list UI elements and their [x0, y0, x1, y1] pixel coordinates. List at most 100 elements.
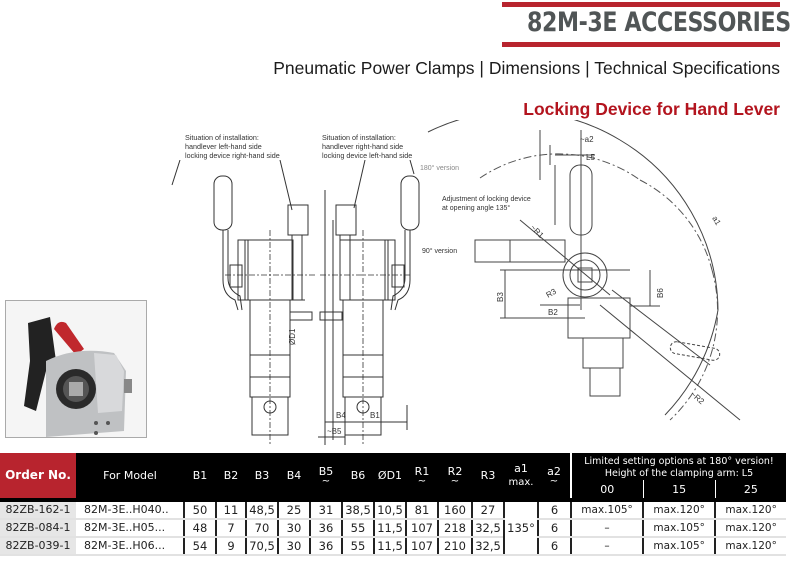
cell-l5-25: max.120°: [714, 502, 786, 520]
cell-a2: 6: [537, 502, 571, 520]
cell-d1: 10,5: [373, 502, 406, 520]
section-title: Locking Device for Hand Lever: [523, 99, 780, 119]
header-l5-15: 15: [642, 480, 716, 498]
header-b3: B3: [246, 453, 278, 498]
cell-b4: 30: [277, 519, 310, 538]
cell-l5-15: max.105°: [642, 537, 716, 556]
cell-l5-00: max.105°: [569, 502, 644, 520]
cell-r3: 27: [471, 502, 504, 520]
header-order-no: Order No.: [0, 453, 76, 498]
cell-a2: 6: [537, 519, 571, 538]
header-b5: B5~: [310, 453, 342, 498]
cell-r3: 32,5: [471, 519, 504, 538]
limited-line2: Height of the clamping arm: L5: [604, 468, 754, 479]
spec-table: Order No. For Model B1 B2 B3 B4 B5~ B6 Ø…: [0, 453, 786, 556]
cell-b5: 31: [309, 502, 342, 520]
cell-b2: 11: [215, 502, 246, 520]
cell-l5-15: max.120°: [642, 502, 716, 520]
header-l5-25: 25: [714, 480, 786, 498]
cell-b3: 70: [245, 519, 278, 538]
header-top-rule: [502, 2, 780, 7]
dim-label-b4: B4: [336, 411, 346, 420]
note-left-installation: Situation of installation: handlever lef…: [185, 133, 280, 160]
cell-r1: 107: [405, 537, 438, 556]
cell-b1: 48: [183, 519, 216, 538]
cell-r1: 81: [405, 502, 438, 520]
label-180-version: 180° version: [420, 164, 459, 172]
label-adjustment-line2: at opening angle 135°: [442, 204, 510, 212]
header-limited-options: Limited setting options at 180° version!…: [570, 453, 786, 480]
cell-l5-00: –: [569, 519, 644, 538]
header-b2: B2: [216, 453, 246, 498]
side-view-drawing: 180° version 90° version Adjustment of l…: [420, 120, 741, 421]
cell-b6: 55: [341, 537, 374, 556]
cell-r2: 160: [437, 502, 472, 520]
cell-b6: 38,5: [341, 502, 374, 520]
note-line: Situation of installation:: [185, 133, 259, 142]
cell-a2: 6: [537, 537, 571, 556]
dim-label-b6: B6: [656, 288, 665, 298]
dim-label-b5: ~B5: [327, 427, 342, 436]
header-l5-00: 00: [569, 480, 644, 498]
note-line: locking device right-hand side: [185, 151, 280, 160]
cell-b5: 36: [309, 519, 342, 538]
dim-label-r2: ~R2: [689, 390, 707, 407]
dim-label-d1: ØD1: [288, 328, 297, 345]
header-bottom-rule: [502, 42, 780, 47]
dim-label-b2: B2: [548, 308, 558, 317]
note-right-installation: Situation of installation: handlever rig…: [322, 133, 412, 160]
header-r3: R3: [472, 453, 504, 498]
header-for-model: For Model: [76, 453, 184, 498]
dim-label-a2: ~a2: [580, 135, 594, 144]
limited-line1: Limited setting options at 180° version!: [584, 456, 774, 467]
note-line: Situation of installation:: [322, 133, 396, 142]
cell-l5-15: max.105°: [642, 519, 716, 538]
table-row: 82ZB-039-1 82M-3E..H06... 54 9 70,5 30 3…: [0, 537, 786, 556]
cell-a1: 135°: [503, 502, 538, 556]
note-line: locking device left-hand side: [322, 151, 413, 160]
label-90-version: 90° version: [422, 247, 457, 255]
cell-l5-00: –: [569, 537, 644, 556]
page-title: 82M-3E ACCESSORIES: [527, 7, 790, 38]
note-line: handlever right-hand side: [322, 142, 404, 151]
header-a2: a2~: [538, 453, 571, 498]
cell-b4: 25: [277, 502, 310, 520]
cell-b2: 9: [215, 537, 246, 556]
cell-r2: 210: [437, 537, 472, 556]
dim-label-a1: a1: [710, 215, 723, 228]
header-b1: B1: [184, 453, 216, 498]
model: 82M-3E..H040..: [76, 502, 184, 520]
header-r2: R2~: [438, 453, 472, 498]
clamp-photo-illustration: [6, 301, 146, 437]
order-no: 82ZB-084-1: [0, 519, 76, 538]
header-b4: B4: [278, 453, 310, 498]
cell-b1: 50: [183, 502, 216, 520]
cell-r1: 107: [405, 519, 438, 538]
note-line: handlever left-hand side: [185, 142, 262, 151]
dim-label-b3: B3: [496, 292, 505, 302]
header-b6: B6: [342, 453, 374, 498]
cell-b3: 48,5: [245, 502, 278, 520]
dim-label-b1: B1: [370, 411, 380, 420]
order-no: 82ZB-162-1: [0, 502, 76, 520]
cell-b1: 54: [183, 537, 216, 556]
table-row: 82ZB-084-1 82M-3E..H05... 48 7 70 30 36 …: [0, 519, 786, 538]
model: 82M-3E..H05...: [76, 519, 184, 538]
cell-b3: 70,5: [245, 537, 278, 556]
cell-b5: 36: [309, 537, 342, 556]
cell-b6: 55: [341, 519, 374, 538]
dim-label-r3: R3: [545, 287, 559, 300]
cell-b4: 30: [277, 537, 310, 556]
cell-b2: 7: [215, 519, 246, 538]
page-subtitle: Pneumatic Power Clamps | Dimensions | Te…: [273, 58, 780, 78]
header-r1: R1~: [406, 453, 438, 498]
product-photo: [5, 300, 147, 438]
header-d1: ØD1: [374, 453, 406, 498]
dim-label-l5: L5: [586, 153, 595, 162]
cell-d1: 11,5: [373, 519, 406, 538]
cell-r3: 32,5: [471, 537, 504, 556]
cell-d1: 11,5: [373, 537, 406, 556]
cell-l5-25: max.120°: [714, 537, 786, 556]
dim-label-r1: ~R1: [529, 223, 546, 240]
